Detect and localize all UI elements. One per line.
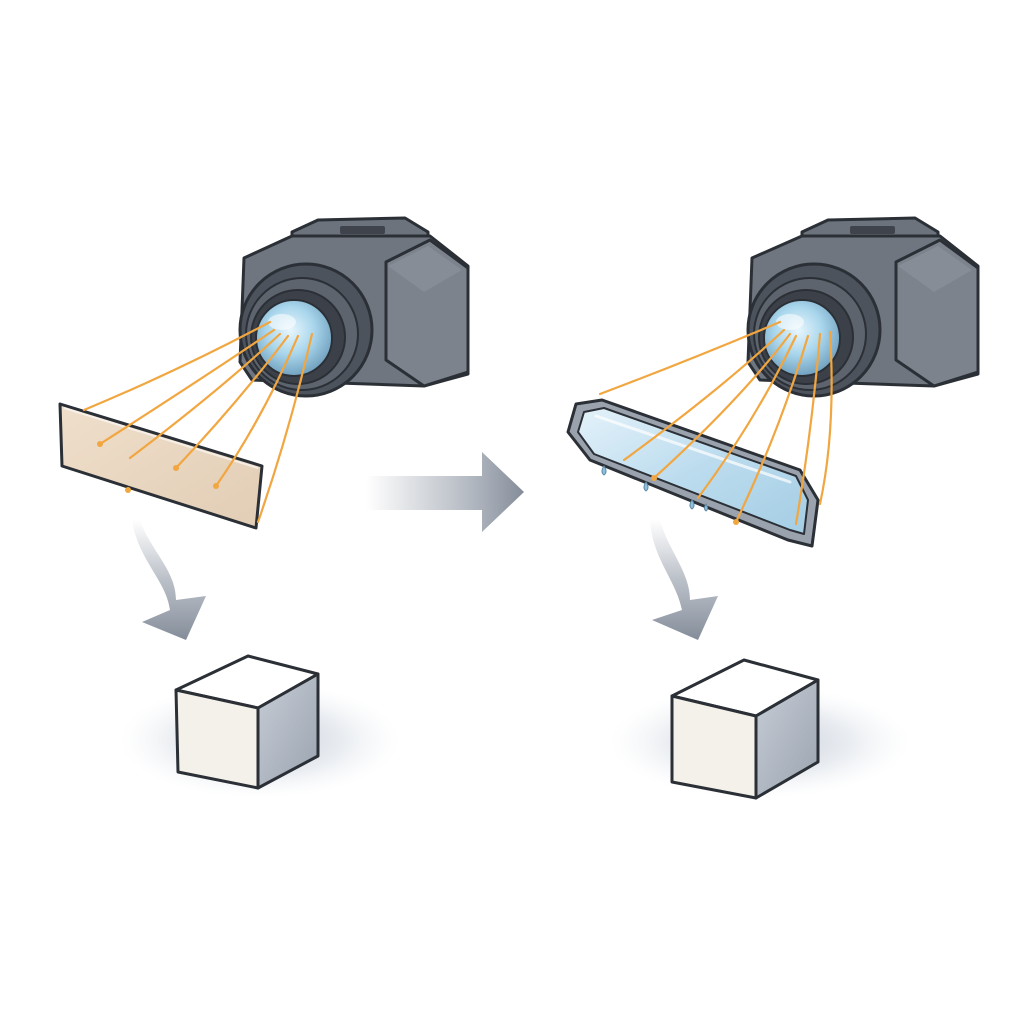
camera-hot-shoe	[340, 226, 385, 234]
cube-side	[754, 678, 820, 800]
lens-icon	[255, 299, 333, 377]
camera-icon	[238, 216, 470, 398]
light-rays-left	[82, 320, 314, 524]
flow-arrow-down-left	[132, 520, 206, 640]
right-panel	[566, 216, 980, 800]
cube-icon	[610, 658, 910, 800]
cube-icon	[120, 654, 400, 798]
sensor-plate-opaque	[58, 402, 264, 530]
camera-hot-shoe	[850, 226, 895, 234]
camera-grip-shade	[388, 246, 462, 292]
lens-highlight	[268, 314, 296, 330]
camera-icon	[746, 216, 980, 398]
flow-arrow-right	[366, 452, 524, 532]
water-droplets	[601, 465, 708, 512]
cube-side	[256, 672, 320, 790]
cube-front	[174, 688, 260, 790]
light-rays-right	[598, 320, 833, 526]
left-panel	[58, 216, 470, 798]
sensor-plate-glass	[566, 398, 820, 548]
flow-arrow-down-right	[650, 520, 718, 640]
lens-highlight	[776, 314, 804, 330]
camera-grip-shade	[898, 246, 972, 292]
ray-impact-dots-right	[651, 475, 739, 525]
ray-impact-dots-left	[97, 441, 219, 493]
